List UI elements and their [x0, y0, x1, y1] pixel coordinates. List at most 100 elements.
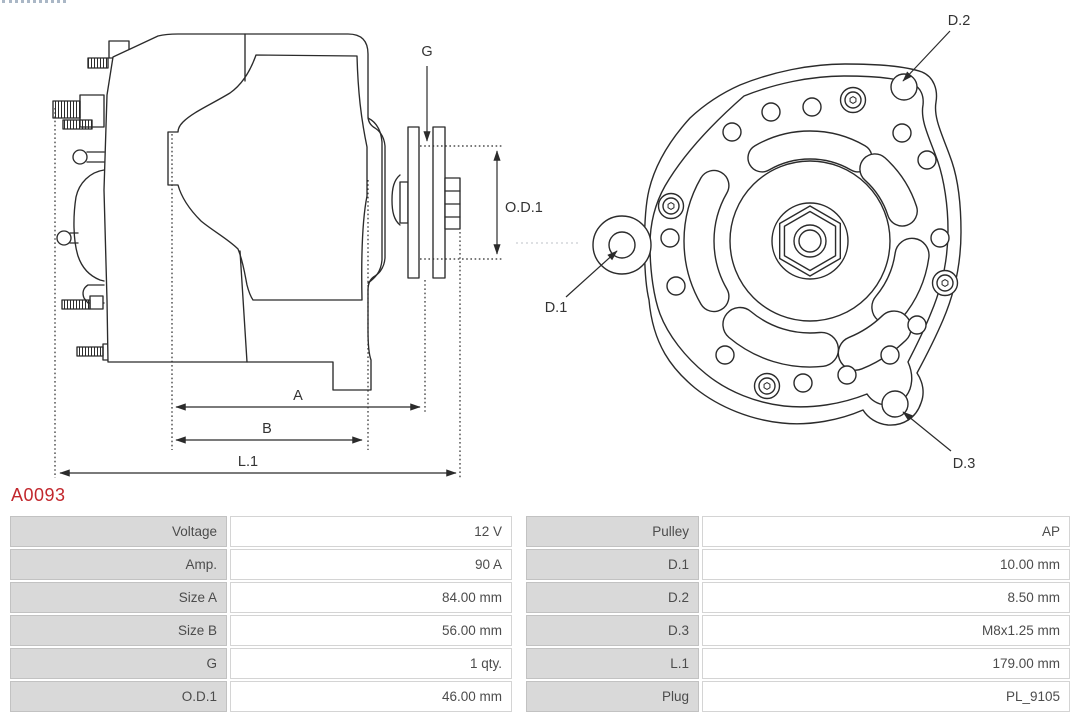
spec-value: AP	[702, 516, 1070, 547]
mounting-studs	[52, 40, 130, 361]
stud-icon	[61, 299, 91, 310]
dimensions	[54, 66, 578, 478]
stud-icon	[62, 119, 93, 130]
bracket-ear	[89, 295, 104, 310]
spec-label: G	[10, 648, 227, 679]
vent-hole	[715, 345, 735, 365]
vent-cutout	[747, 130, 873, 173]
vent-hole	[837, 365, 857, 385]
regulator-profile	[73, 169, 105, 282]
shaft-housing-bulge	[367, 117, 383, 284]
column-spacer	[515, 681, 523, 712]
technical-drawing: G O.D.1 A B L.1	[52, 13, 976, 478]
extension-lines	[54, 108, 502, 478]
spec-value: PL_9105	[702, 681, 1070, 712]
vent-holes	[660, 97, 950, 393]
leader-d2	[902, 30, 951, 82]
vent-hole	[793, 373, 813, 393]
column-spacer	[515, 615, 523, 646]
spec-label: Pulley	[526, 516, 699, 547]
dim-label-g: G	[421, 44, 432, 60]
dim-label-b: B	[262, 421, 272, 437]
column-spacer	[515, 582, 523, 613]
dim-label-od1: O.D.1	[505, 200, 543, 216]
spec-value: 12 V	[230, 516, 512, 547]
bolt-head-icon	[849, 96, 857, 104]
leader-d3	[902, 411, 952, 452]
stud-icon	[52, 100, 81, 119]
spec-label: Amp.	[10, 549, 227, 580]
spec-label: D.1	[526, 549, 699, 580]
spec-label: Voltage	[10, 516, 227, 547]
side-view	[52, 33, 461, 391]
spec-value: 84.00 mm	[230, 582, 512, 613]
stator-window	[167, 54, 368, 301]
spec-label: Size B	[10, 615, 227, 646]
terminal-lug	[56, 230, 72, 246]
shaft-end	[391, 174, 401, 226]
spec-label: O.D.1	[10, 681, 227, 712]
spec-value: 179.00 mm	[702, 648, 1070, 679]
nut-hexagon	[778, 205, 842, 277]
nut-hexagon	[783, 210, 837, 272]
vent-cutouts	[683, 130, 930, 371]
shaft-bore	[798, 229, 822, 253]
spec-label: D.3	[526, 615, 699, 646]
through-bolt	[662, 197, 680, 215]
vent-hole	[802, 97, 822, 117]
spec-label: D.2	[526, 582, 699, 613]
bolt-head-icon	[667, 202, 675, 210]
terminal-lug	[72, 149, 88, 165]
spec-label: L.1	[526, 648, 699, 679]
vent-hole	[666, 276, 686, 296]
spec-label: Plug	[526, 681, 699, 712]
spec-value: 8.50 mm	[702, 582, 1070, 613]
leader-d1	[565, 250, 618, 298]
shaft-spacer	[399, 181, 409, 224]
vent-hole	[892, 123, 912, 143]
shaft-nut-lines	[444, 190, 461, 218]
spec-label: Size A	[10, 582, 227, 613]
spec-value: M8x1.25 mm	[702, 615, 1070, 646]
column-spacer	[515, 516, 523, 547]
vent-cutout	[859, 153, 918, 227]
vent-hole	[907, 315, 927, 335]
rear-view	[592, 63, 962, 426]
spec-value: 46.00 mm	[230, 681, 512, 712]
vent-hole	[722, 122, 742, 142]
terminal-lug	[69, 232, 79, 244]
d2-hole	[890, 73, 918, 101]
stud-icon	[87, 57, 109, 69]
vent-hole	[660, 228, 680, 248]
through-bolts	[657, 86, 959, 400]
hole-label-d1: D.1	[545, 300, 568, 316]
hole-label-d2: D.2	[948, 13, 971, 29]
vent-cutout	[837, 310, 912, 371]
vent-cutout	[683, 169, 730, 313]
pulley-flange	[432, 126, 446, 279]
spec-value: 90 A	[230, 549, 512, 580]
hole-label-d3: D.3	[953, 456, 976, 472]
vent-cutout	[722, 306, 840, 368]
dim-label-l1: L.1	[238, 454, 258, 470]
watermark-dotted-line	[2, 0, 66, 3]
through-bolt	[844, 91, 862, 109]
spec-value: 1 qty.	[230, 648, 512, 679]
leader-lines	[565, 30, 952, 452]
d3-hole	[881, 390, 909, 418]
spec-value: 10.00 mm	[702, 549, 1070, 580]
housing-inner-rim	[649, 75, 949, 408]
vent-hole	[917, 150, 937, 170]
alternator-body-outline	[103, 33, 386, 391]
column-spacer	[515, 549, 523, 580]
pulley	[407, 126, 461, 279]
column-spacer	[515, 648, 523, 679]
bolt-head-icon	[763, 382, 771, 390]
dim-label-a: A	[293, 388, 303, 404]
stud-icon	[76, 346, 104, 357]
through-bolt	[758, 377, 776, 395]
vent-hole	[761, 102, 781, 122]
pulley-flange	[407, 126, 420, 279]
